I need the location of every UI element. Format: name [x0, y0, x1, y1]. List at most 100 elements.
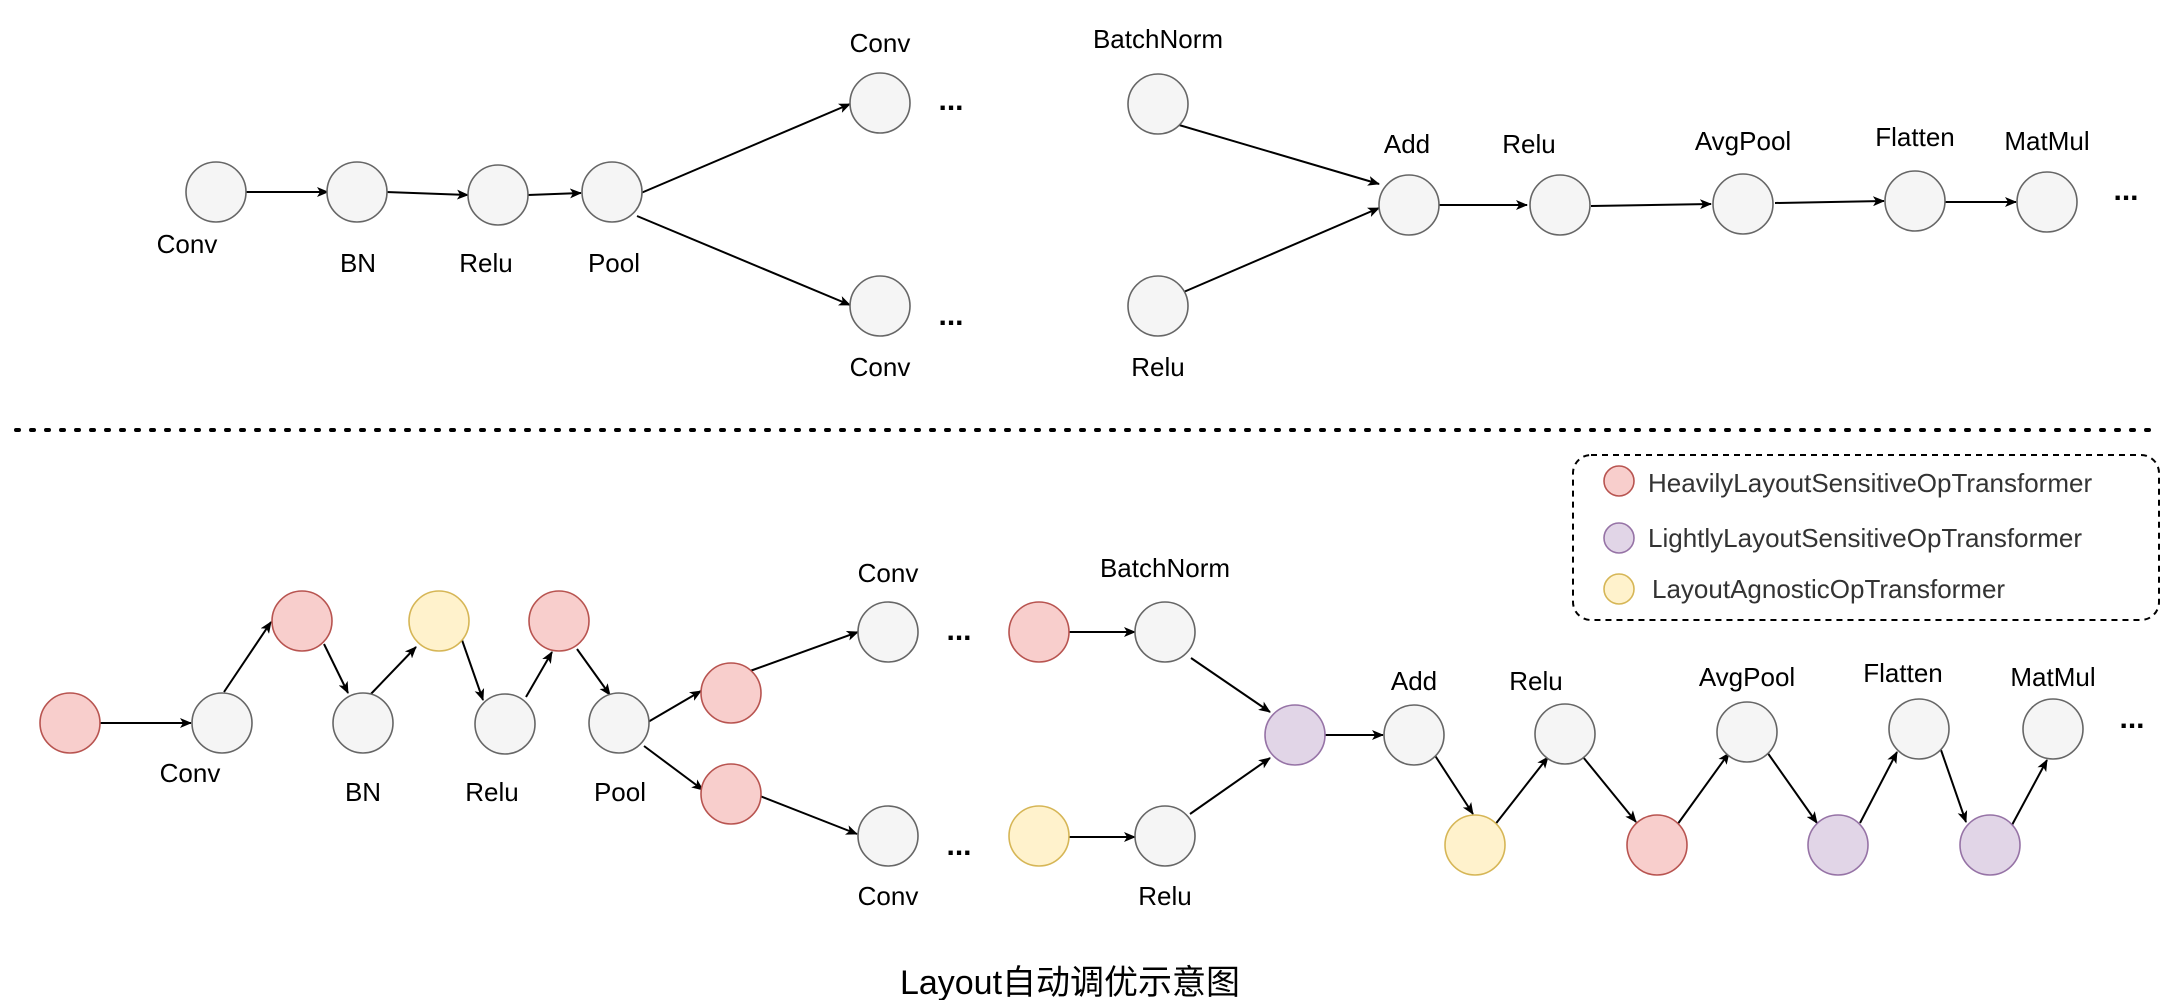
- edge-t10-avgpool: [1676, 752, 1730, 826]
- legend-agnostic-swatch: [1603, 573, 1635, 605]
- edge-relu-branch-t8: [1189, 757, 1271, 815]
- node-bn: [326, 161, 388, 223]
- legend-box: [1572, 454, 2160, 621]
- bottom-edges: [100, 621, 2048, 842]
- ellipsis-lower: ...: [946, 829, 971, 862]
- top-nodes: [185, 72, 2078, 337]
- edge-t5-conv-lower: [759, 795, 858, 835]
- edge-pool-t4: [647, 690, 702, 723]
- edge-t3-pool: [576, 648, 611, 696]
- node-relu-branch: [1127, 275, 1189, 337]
- label-relu-after-add: Relu: [1502, 129, 1555, 159]
- bottom-labels: Conv BN Relu Pool Conv Conv BatchNorm Re…: [160, 553, 2145, 911]
- node-transform-7: [1008, 805, 1070, 867]
- node-add: [1378, 174, 1440, 236]
- node-pool: [588, 692, 650, 754]
- label-avgpool: AvgPool: [1695, 126, 1791, 156]
- label-relu: Relu: [459, 248, 512, 278]
- node-avgpool: [1716, 701, 1778, 763]
- edge-relu-t3: [525, 651, 553, 698]
- legend-agnostic-label: LayoutAgnosticOpTransformer: [1652, 574, 2005, 604]
- label-relu-branch: Relu: [1138, 881, 1191, 911]
- label-batchnorm: BatchNorm: [1093, 24, 1223, 54]
- node-matmul: [2022, 698, 2084, 760]
- figure-caption: Layout自动调优示意图: [900, 964, 1240, 1000]
- node-conv-lower: [849, 275, 911, 337]
- label-add: Add: [1384, 129, 1430, 159]
- label-relu-branch: Relu: [1131, 352, 1184, 382]
- edge-add-t9: [1433, 753, 1474, 815]
- label-matmul: MatMul: [2010, 662, 2095, 692]
- top-labels: Conv BN Relu Pool Conv Conv BatchNorm Re…: [157, 24, 2139, 382]
- edge-t2-relu: [461, 639, 485, 701]
- node-avgpool: [1712, 173, 1774, 235]
- node-pool: [581, 161, 643, 223]
- label-batchnorm: BatchNorm: [1100, 553, 1230, 583]
- edge-pool-conv-lower: [636, 215, 851, 306]
- label-matmul: MatMul: [2004, 126, 2089, 156]
- label-relu-after-add: Relu: [1509, 666, 1562, 696]
- node-transform-9: [1444, 814, 1506, 876]
- edge-t12-matmul: [2011, 759, 2048, 826]
- edge-pool-conv-upper: [640, 103, 851, 194]
- node-transform-12: [1959, 814, 2021, 876]
- node-flatten: [1884, 170, 1946, 232]
- edge-relu-t10: [1582, 756, 1637, 823]
- node-conv-upper: [849, 72, 911, 134]
- label-conv-lower: Conv: [858, 881, 919, 911]
- edge-t1-bn: [323, 643, 349, 694]
- label-conv: Conv: [157, 229, 218, 259]
- node-batchnorm: [1134, 601, 1196, 663]
- node-relu-after-add: [1529, 174, 1591, 236]
- edge-bn-relu: [385, 189, 469, 200]
- edge-relu-pool: [527, 188, 582, 199]
- edge-t4-conv-upper: [749, 631, 859, 672]
- node-transform-3: [528, 590, 590, 652]
- top-edges: [245, 103, 2017, 306]
- label-conv-lower: Conv: [850, 352, 911, 382]
- edge-pool-t5: [643, 745, 704, 791]
- ellipsis-lower: ...: [938, 299, 963, 332]
- edge-conv-t1: [223, 621, 272, 693]
- node-transform-4: [700, 662, 762, 724]
- label-flatten: Flatten: [1863, 658, 1943, 688]
- legend: HeavilyLayoutSensitiveOpTransformer Ligh…: [1572, 454, 2160, 621]
- node-transform-5: [700, 763, 762, 825]
- edge-batchnorm-t8: [1190, 657, 1271, 713]
- ellipsis-upper: ...: [946, 614, 971, 647]
- node-relu-after-add: [1534, 703, 1596, 765]
- edge-t11-flatten: [1859, 751, 1898, 824]
- label-conv-upper: Conv: [850, 28, 911, 58]
- node-matmul: [2016, 171, 2078, 233]
- node-relu-branch: [1134, 805, 1196, 867]
- legend-light-label: LightlyLayoutSensitiveOpTransformer: [1648, 523, 2082, 553]
- node-transform-8: [1264, 704, 1326, 766]
- edge-flatten-t12: [1940, 749, 1968, 823]
- label-conv: Conv: [160, 758, 221, 788]
- edge-relu-add: [1178, 207, 1380, 295]
- node-transform-11: [1807, 814, 1869, 876]
- edge-bn-t2: [367, 646, 417, 698]
- node-conv: [191, 692, 253, 754]
- label-flatten: Flatten: [1875, 122, 1955, 152]
- label-relu: Relu: [465, 777, 518, 807]
- node-relu: [474, 693, 536, 755]
- node-relu: [467, 164, 529, 226]
- node-transform-6: [1008, 601, 1070, 663]
- node-conv: [185, 161, 247, 223]
- label-conv-upper: Conv: [858, 558, 919, 588]
- edge-batchnorm-add: [1178, 124, 1380, 186]
- node-bn: [332, 692, 394, 754]
- node-conv-upper: [857, 601, 919, 663]
- label-bn: BN: [345, 777, 381, 807]
- ellipsis-upper: ...: [938, 84, 963, 117]
- node-transform-1: [271, 590, 333, 652]
- edge-t9-relu: [1493, 756, 1549, 827]
- edge-avgpool-t11: [1766, 751, 1818, 824]
- ellipsis-end: ...: [2119, 702, 2144, 735]
- node-batchnorm: [1127, 73, 1189, 135]
- node-conv-lower: [857, 805, 919, 867]
- node-transform-2: [408, 590, 470, 652]
- bottom-graph: Conv BN Relu Pool Conv Conv BatchNorm Re…: [39, 553, 2145, 911]
